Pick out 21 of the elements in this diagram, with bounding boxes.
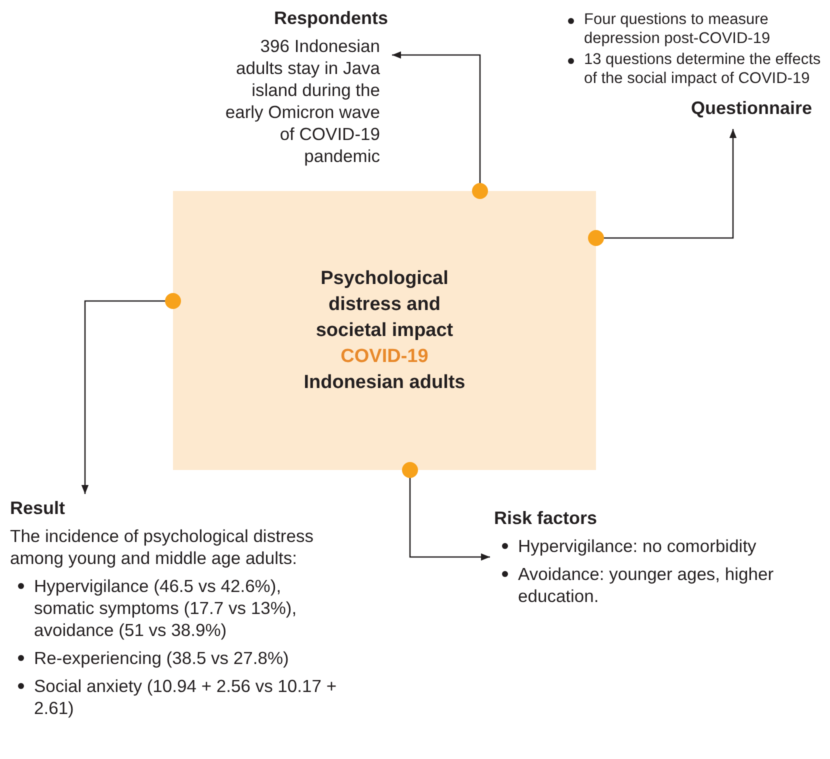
paragraph: The incidence of psychological distress among young and middle age adults: [10, 525, 314, 569]
connector-arrow [402, 462, 490, 561]
bullet-item: 13 questions determine the effects of the social impact of COVID-19 [560, 50, 828, 88]
connector-arrow [392, 51, 488, 199]
title-text: COVID-19 [340, 344, 428, 368]
bullet-item: Hypervigilance: no comorbidity [494, 535, 830, 557]
heading: Respondents [272, 8, 388, 29]
bullet-item: Re-experiencing (38.5 vs 27.8%) [10, 647, 340, 669]
heading: Risk factors [494, 508, 598, 529]
bullet-item: Social anxiety (10.94 + 2.56 vs 10.17 + 2.61) [10, 675, 340, 719]
center-box [173, 191, 596, 470]
connector-arrow [588, 129, 737, 246]
heading: Questionnaire [690, 98, 813, 119]
bullet-item: Four questions to measure depression post-COVID-19 [560, 10, 828, 48]
connector-arrow [81, 293, 181, 494]
heading: Result [10, 498, 66, 519]
bullet-item: Hypervigilance (46.5 vs 42.6%), somatic symptoms (17.7 vs 13%), avoidance (51 vs 38.9%) [10, 575, 340, 641]
bullet-item: Avoidance: younger ages, higher education. [494, 563, 830, 607]
title-text: Psychological distress and societal impact [314, 266, 454, 342]
paragraph: 396 Indonesian adults stay in Java island during the early Omicron wave of COVID-19 pandemic [225, 35, 381, 167]
title-text: Indonesian adults [302, 370, 466, 394]
